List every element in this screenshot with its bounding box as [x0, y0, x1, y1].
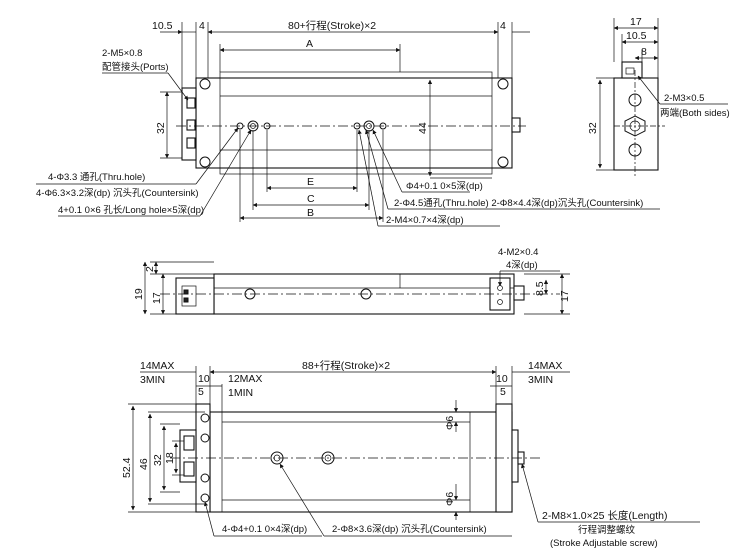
dim-10-5: 10.5: [152, 20, 173, 32]
dim-C: C: [307, 193, 315, 205]
front-dim-17-right: 17: [559, 290, 571, 302]
side-view-right: 17 10.5 8 32 2-M3×0.5 两端(Both sides): [587, 16, 730, 176]
bottom-dim-5-left: 5: [198, 386, 204, 398]
bottom-dim-46: 46: [138, 458, 150, 470]
front-dim-17: 17: [151, 292, 163, 304]
corner-screw: [497, 78, 509, 90]
dim-B: B: [307, 207, 314, 219]
top-view-body: [195, 77, 513, 169]
port: [186, 137, 196, 149]
bottom-body: [209, 411, 513, 513]
corner-screw: [199, 78, 211, 90]
m4-hole-label: 2-M4×0.7×4深(dp): [386, 215, 464, 226]
bottom-dim-10-left: 10: [198, 373, 210, 385]
corner-screw: [497, 156, 509, 168]
dim-E: E: [307, 176, 314, 188]
m8-screw-label: 2-M8×1.0×25 长度(Length): [542, 509, 668, 522]
side-body: [613, 77, 659, 171]
front-dim-2: 2: [144, 266, 156, 272]
dim-32-top: 32: [155, 122, 167, 134]
m2-label-line1: 4-M2×0.4: [498, 247, 538, 258]
bottom-dim-stroke: 88+行程(Stroke)×2: [302, 359, 390, 372]
bottom-dim-52-4: 52.4: [121, 457, 133, 478]
thru-countersink-label: 2-Φ4.5通孔(Thru.hole) 2-Φ8×4.4深(dp)沉头孔(Cou…: [394, 197, 643, 209]
countersink-label: 4-Φ6.3×3.2深(dp) 沉头孔(Countersink): [36, 187, 199, 199]
side-dim-32: 32: [587, 122, 599, 134]
m3-label-line1: 2-M3×0.5: [664, 93, 704, 104]
thru-hole-label: 4-Φ3.3 通孔(Thru.hole): [48, 172, 145, 183]
corner-screw: [199, 156, 211, 168]
phi6-bottom: Φ6: [444, 492, 456, 506]
dim-4-right: 4: [500, 20, 506, 32]
bottom-max12: 12MAX: [228, 373, 262, 385]
dim-4-left: 4: [199, 20, 205, 32]
bottom-dim-5-right: 5: [500, 386, 506, 398]
phi4-hole-label: Φ4+0.1 0×5深(dp): [406, 181, 483, 192]
m3-label-line2: 两端(Both sides): [660, 107, 730, 119]
bottom-phi4-label: 4-Φ4+0.1 0×4深(dp): [222, 524, 307, 535]
screw-label-en: (Stroke Adjustable screw): [550, 538, 658, 549]
bottom-dim-18: 18: [164, 452, 176, 464]
front-dim-8-5: 8.5: [534, 281, 546, 296]
bottom-max14-left: 14MAX: [140, 360, 174, 372]
front-dim-19: 19: [133, 288, 145, 300]
bottom-min1: 1MIN: [228, 387, 253, 399]
m2-label-line2: 4深(dp): [506, 260, 538, 271]
bottom-min3-right: 3MIN: [528, 374, 553, 386]
ports-label-line1: 2-M5×0.8: [102, 48, 142, 59]
side-dim-8: 8: [641, 46, 647, 58]
screw-label-cn: 行程调整螺纹: [578, 524, 636, 536]
dim-A: A: [306, 38, 313, 50]
bottom-view: 14MAX 3MIN 10 5 12MAX 1MIN 88+行程(Stroke)…: [121, 359, 700, 549]
top-view: 10.5 4 80+行程(Stroke)×2 4 A 2-M5×0.8 配管接头…: [36, 19, 660, 227]
bottom-dim-32: 32: [152, 454, 164, 466]
side-dim-10-5: 10.5: [626, 30, 647, 42]
bottom-phi8-label: 2-Φ8×3.6深(dp) 沉头孔(Countersink): [332, 523, 487, 535]
bottom-max14-right: 14MAX: [528, 360, 562, 372]
port: [186, 97, 196, 109]
bottom-min3-left: 3MIN: [140, 374, 165, 386]
front-view: 2 19 17 4-M2×0.4 4深(dp) 8.5 17: [133, 247, 571, 315]
phi6-top: Φ6: [444, 416, 456, 430]
side-dim-17: 17: [630, 16, 642, 28]
long-hole-label: 4+0.1 0×6 孔长/Long hole×5深(dp): [58, 204, 204, 216]
dim-stroke-top: 80+行程(Stroke)×2: [288, 19, 376, 32]
dim-44: 44: [417, 122, 429, 134]
bottom-dim-10-right: 10: [496, 373, 508, 385]
ports-label-line2: 配管接头(Ports): [102, 61, 169, 73]
